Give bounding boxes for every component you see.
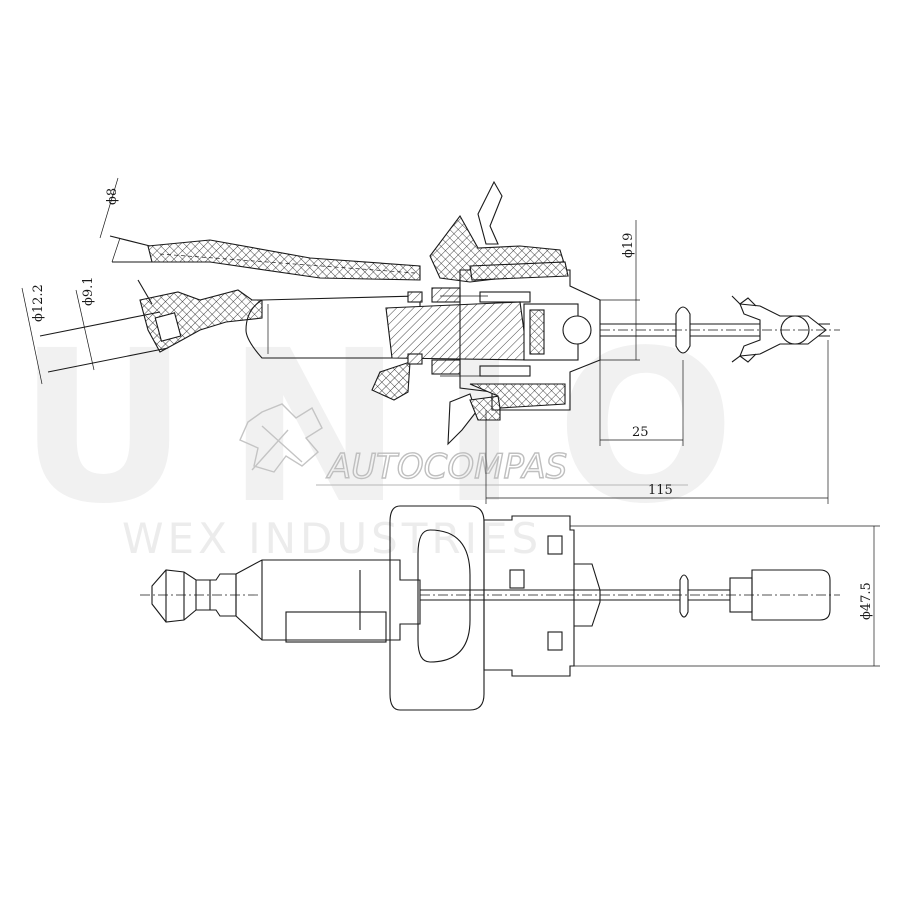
dim-phi-12-2: ϕ12.2: [31, 284, 46, 322]
dim-115: 115: [648, 483, 673, 498]
housing-right: [459, 269, 601, 411]
dim-phi-47-5: ϕ47.5: [859, 582, 874, 620]
cylinder-body: [245, 295, 421, 359]
watermark-big-text: UNIO: [18, 305, 773, 550]
watermark: UNIO WEX INDUSTRIES AUTOCOMPAS: [18, 305, 773, 563]
side-cylinder-body: [235, 559, 421, 641]
side-view: [140, 505, 840, 711]
inlet-fitting: [151, 569, 237, 623]
section-view: [39, 180, 840, 446]
dim-25: 25: [632, 425, 649, 440]
dim-phi-8: ϕ8: [105, 188, 120, 205]
dim-phi-19: ϕ19: [621, 233, 636, 258]
feed-hose: [147, 239, 421, 281]
watermark-sub-text: WEX INDUSTRIES: [122, 514, 542, 563]
piston-rod-section: [385, 301, 529, 361]
side-mount-flange: [389, 505, 485, 711]
dimension-lines-top: ϕ8 ϕ9.1 ϕ12.2 ϕ19 25 115: [21, 177, 829, 504]
watermark-brand-text: AUTOCOMPAS: [326, 447, 567, 487]
dim-phi-9-1: ϕ9.1: [81, 276, 96, 306]
watermark-logo-icon: [239, 403, 323, 473]
rod-collar: [675, 306, 691, 354]
side-rod-end: [751, 569, 831, 621]
dimension-lines-bottom: ϕ47.5: [570, 525, 880, 667]
